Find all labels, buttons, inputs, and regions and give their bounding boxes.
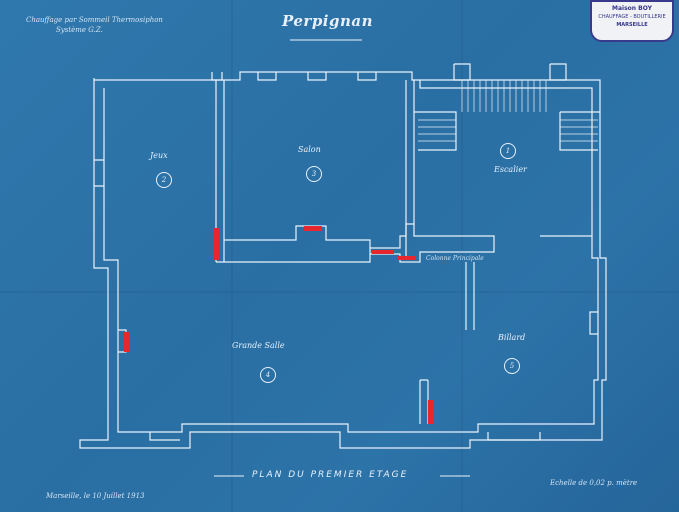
room-number-jeux: 2 xyxy=(156,172,172,188)
window-4 xyxy=(357,72,377,81)
scale-note: Echelle de 0,02 p. mètre xyxy=(550,479,638,487)
pipe-main-1 xyxy=(372,250,394,254)
heading-note-line2: Système G.Z. xyxy=(56,26,103,34)
room-number-billard: 5 xyxy=(504,358,520,374)
wall-billard xyxy=(465,262,475,330)
radiators xyxy=(124,226,433,424)
radiator-jeux xyxy=(214,228,219,260)
radiator-grande-salle-east xyxy=(428,400,433,424)
wall-middle-right xyxy=(370,223,495,263)
room-number-escalier: 1 xyxy=(500,143,516,159)
wall-salon-escalier xyxy=(405,80,415,256)
walls xyxy=(79,63,607,449)
stair-treads xyxy=(418,80,598,142)
radiator-grande-salle-west xyxy=(124,332,129,352)
room-label-salon: Salon xyxy=(298,145,321,154)
window-1 xyxy=(211,72,223,81)
place-date: Marseille, le 10 Juillet 1913 xyxy=(46,492,145,500)
room-label-jeux: Jeux xyxy=(150,151,168,160)
window-bottom-2 xyxy=(487,432,541,441)
window-5 xyxy=(453,63,471,81)
window-west xyxy=(94,159,104,187)
window-3 xyxy=(307,72,327,81)
company-stamp: Maison BOY CHAUFFAGE - BOUTILLERIE MARSE… xyxy=(590,0,674,42)
title-rules xyxy=(214,39,470,477)
pipe-main-2 xyxy=(398,256,416,260)
window-bottom-1 xyxy=(149,432,180,441)
room-label-billard: Billard xyxy=(498,333,526,342)
outer-wall-inner xyxy=(103,80,599,433)
window-2 xyxy=(257,72,277,81)
room-label-grande-salle: Grande Salle xyxy=(232,341,285,350)
stamp-line1: Maison BOY xyxy=(612,5,652,12)
room-number-salon: 3 xyxy=(306,166,322,182)
window-6 xyxy=(549,63,567,81)
east-notch xyxy=(589,311,598,335)
room-number-grande-salle: 4 xyxy=(260,367,276,383)
stamp-line3: MARSEILLE xyxy=(616,22,648,28)
pipe-label: Colonne Principale xyxy=(426,255,484,262)
heading-note-line1: Chauffage par Sommeil Thermosiphon xyxy=(26,16,163,24)
wall-middle-left xyxy=(216,225,371,263)
document-title: Perpignan xyxy=(282,12,374,30)
pier-grande-salle xyxy=(419,379,429,424)
stair-enclosure xyxy=(414,111,600,151)
outer-wall-outline xyxy=(79,71,607,449)
plan-title: PLAN DU PREMIER ETAGE xyxy=(252,470,409,480)
radiator-salon xyxy=(304,226,322,231)
room-label-escalier: Escalier xyxy=(494,165,527,174)
stamp-line2: CHAUFFAGE - BOUTILLERIE xyxy=(598,14,666,20)
